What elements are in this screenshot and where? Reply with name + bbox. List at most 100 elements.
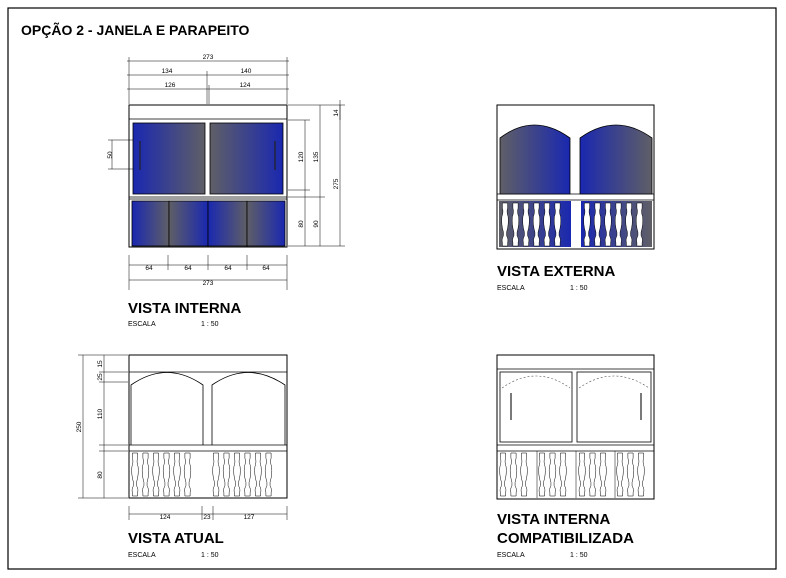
baluster bbox=[626, 452, 635, 497]
baluster bbox=[511, 202, 520, 247]
baluster bbox=[141, 452, 150, 497]
vista-externa: VISTA EXTERNA ESCALA 1 : 50 bbox=[496, 104, 655, 292]
atual-title: VISTA ATUAL bbox=[128, 530, 224, 547]
baluster bbox=[635, 202, 644, 247]
baluster bbox=[131, 452, 139, 497]
compat-balustrade bbox=[499, 452, 645, 497]
svg-text:23: 23 bbox=[203, 514, 211, 521]
compat-pane-right bbox=[576, 371, 652, 443]
baluster bbox=[543, 202, 551, 247]
baluster bbox=[183, 452, 192, 497]
svg-text:14: 14 bbox=[333, 109, 340, 117]
baluster bbox=[538, 452, 546, 497]
baluster bbox=[599, 452, 607, 497]
baluster bbox=[501, 202, 509, 247]
interna-lower-pane-4 bbox=[246, 200, 286, 247]
svg-text:273: 273 bbox=[203, 54, 214, 61]
svg-text:140: 140 bbox=[241, 68, 252, 75]
svg-text:64: 64 bbox=[224, 265, 232, 272]
svg-text:135: 135 bbox=[313, 151, 320, 162]
svg-text:1 : 50: 1 : 50 bbox=[201, 321, 219, 328]
baluster bbox=[578, 452, 586, 497]
baluster bbox=[222, 452, 231, 497]
baluster bbox=[520, 452, 528, 497]
vista-interna-compatibilizada: VISTA INTERNA COMPATIBILIZADA ESCALA 1 :… bbox=[496, 354, 655, 559]
svg-text:1 : 50: 1 : 50 bbox=[201, 552, 219, 559]
interna-right-dimensions: 120 135 80 90 275 14 bbox=[288, 100, 345, 247]
svg-text:1 : 50: 1 : 50 bbox=[570, 552, 588, 559]
baluster bbox=[616, 452, 624, 497]
svg-text:90: 90 bbox=[313, 220, 320, 228]
baluster bbox=[152, 452, 160, 497]
compat-title-line2: COMPATIBILIZADA bbox=[497, 530, 634, 547]
baluster bbox=[548, 452, 557, 497]
externa-arch-right bbox=[579, 124, 653, 195]
baluster bbox=[162, 452, 171, 497]
baluster bbox=[604, 202, 612, 247]
interna-title: VISTA INTERNA bbox=[128, 300, 242, 317]
svg-text:25: 25 bbox=[97, 373, 104, 381]
svg-text:134: 134 bbox=[162, 68, 173, 75]
baluster bbox=[264, 452, 273, 497]
externa-balustrade bbox=[499, 201, 652, 247]
sheet-border bbox=[7, 7, 777, 570]
vista-atual: 250 15 25 110 80 124 23 127 VISTA ATUAL … bbox=[76, 354, 288, 559]
externa-title: VISTA EXTERNA bbox=[497, 263, 616, 280]
svg-text:64: 64 bbox=[145, 265, 153, 272]
baluster bbox=[588, 452, 597, 497]
baluster bbox=[173, 452, 181, 497]
interna-upper-pane-left bbox=[132, 122, 206, 195]
atual-left-dimensions: 250 15 25 110 80 bbox=[76, 354, 128, 499]
baluster bbox=[583, 202, 591, 247]
vista-interna: 273 134 140 126 124 50 bbox=[107, 54, 345, 328]
baluster bbox=[254, 452, 262, 497]
svg-text:120: 120 bbox=[298, 151, 305, 162]
baluster bbox=[637, 452, 645, 497]
svg-text:ESCALA: ESCALA bbox=[128, 321, 156, 328]
baluster bbox=[233, 452, 241, 497]
interna-upper-pane-right bbox=[209, 122, 284, 195]
atual-window-frame bbox=[128, 354, 288, 499]
atual-arch-right bbox=[211, 372, 286, 445]
baluster bbox=[593, 202, 602, 247]
baluster bbox=[522, 202, 530, 247]
svg-text:127: 127 bbox=[244, 514, 255, 521]
svg-text:1 : 50: 1 : 50 bbox=[570, 285, 588, 292]
externa-arch-left bbox=[499, 124, 571, 195]
atual-bottom-dimensions: 124 23 127 bbox=[128, 506, 288, 521]
svg-text:80: 80 bbox=[97, 471, 104, 479]
svg-text:124: 124 bbox=[160, 514, 171, 521]
atual-arch-left bbox=[130, 372, 204, 445]
svg-text:50: 50 bbox=[107, 151, 114, 159]
svg-text:64: 64 bbox=[262, 265, 270, 272]
svg-text:15: 15 bbox=[97, 360, 104, 368]
svg-text:ESCALA: ESCALA bbox=[497, 552, 525, 559]
sheet-title: OPÇÃO 2 - JANELA E PARAPEITO bbox=[21, 21, 250, 38]
baluster bbox=[243, 452, 252, 497]
svg-text:273: 273 bbox=[203, 280, 214, 287]
svg-text:124: 124 bbox=[240, 82, 251, 89]
baluster bbox=[499, 452, 507, 497]
atual-balustrade bbox=[131, 452, 273, 497]
baluster bbox=[614, 202, 623, 247]
baluster bbox=[625, 202, 633, 247]
interna-lower-pane-2 bbox=[168, 200, 209, 247]
interna-lower-pane-1 bbox=[131, 200, 170, 247]
svg-text:275: 275 bbox=[333, 178, 340, 189]
svg-text:126: 126 bbox=[165, 82, 176, 89]
interna-bottom-dimensions: 64 64 64 64 273 bbox=[128, 255, 288, 290]
interna-top-dimensions: 273 134 140 126 124 bbox=[127, 54, 289, 104]
compat-title-line1: VISTA INTERNA bbox=[497, 511, 611, 528]
baluster bbox=[532, 202, 541, 247]
baluster bbox=[212, 452, 220, 497]
svg-text:250: 250 bbox=[76, 421, 83, 432]
baluster bbox=[553, 202, 562, 247]
svg-text:80: 80 bbox=[298, 220, 305, 228]
svg-text:64: 64 bbox=[184, 265, 192, 272]
baluster bbox=[559, 452, 567, 497]
svg-text:ESCALA: ESCALA bbox=[497, 285, 525, 292]
svg-text:ESCALA: ESCALA bbox=[128, 552, 156, 559]
interna-lower-pane-3 bbox=[207, 200, 248, 247]
baluster bbox=[509, 452, 518, 497]
